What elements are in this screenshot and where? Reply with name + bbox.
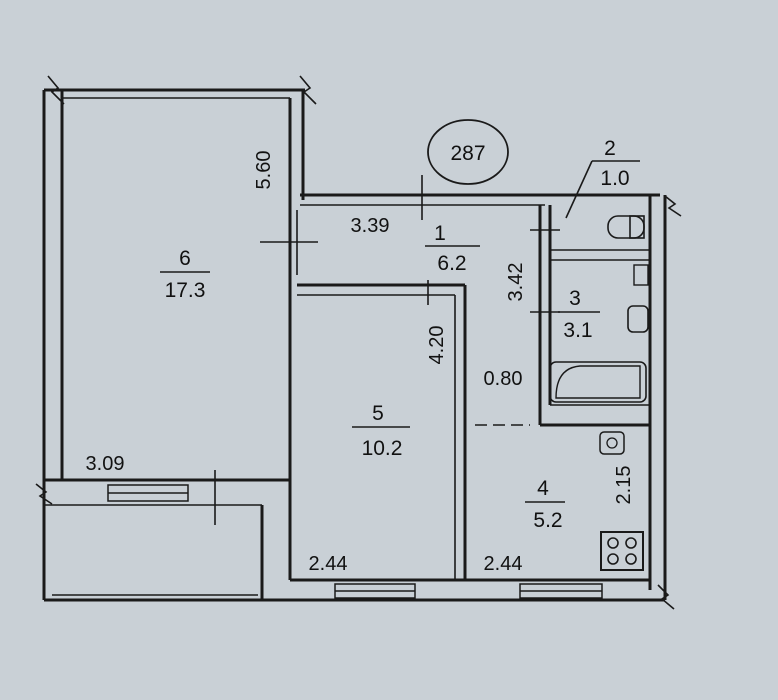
room-4-area: 5.2: [533, 509, 562, 532]
room-2-area: 1.0: [600, 167, 629, 190]
stove-icon: [600, 531, 644, 571]
dim-5-60: 5.60: [253, 151, 275, 190]
room-6-number: 6: [179, 247, 191, 270]
dim-2-44-right: 2.44: [484, 553, 523, 575]
dimension-labels: 5.60 3.39 3.42 4.20 0.80 3.09 2.15 2.44 …: [86, 151, 635, 575]
walls: [42, 88, 667, 602]
dim-4-20: 4.20: [426, 326, 448, 365]
room-3-area: 3.1: [563, 319, 592, 342]
room-4-number: 4: [537, 477, 549, 500]
room-1-number: 1: [434, 222, 446, 245]
room-1-area: 6.2: [437, 252, 466, 275]
dim-3-42: 3.42: [505, 263, 527, 302]
toilet-icon: [607, 215, 645, 239]
windows: [107, 484, 603, 599]
dim-2-44-left: 2.44: [309, 553, 348, 575]
room-5-area: 10.2: [362, 437, 403, 460]
room-3-number: 3: [569, 287, 581, 310]
dim-0-80: 0.80: [484, 368, 523, 390]
room-5-number: 5: [372, 402, 384, 425]
break-marks: [35, 75, 682, 610]
bathtub-icon: [549, 361, 647, 403]
kitchen-sink-icon: [599, 431, 625, 455]
plan-number-badge: 287: [427, 119, 509, 185]
plan-number: 287: [450, 142, 485, 165]
room-labels: 6 17.3 1 6.2 2 1.0 3 3.1 5 10.2 4 5.2: [160, 137, 640, 532]
dim-3-39: 3.39: [351, 215, 390, 237]
room-2-number: 2: [604, 137, 616, 160]
dim-3-09: 3.09: [86, 453, 125, 475]
sink-icon: [627, 264, 649, 333]
room-6-area: 17.3: [165, 279, 206, 302]
dim-2-15: 2.15: [613, 466, 635, 505]
